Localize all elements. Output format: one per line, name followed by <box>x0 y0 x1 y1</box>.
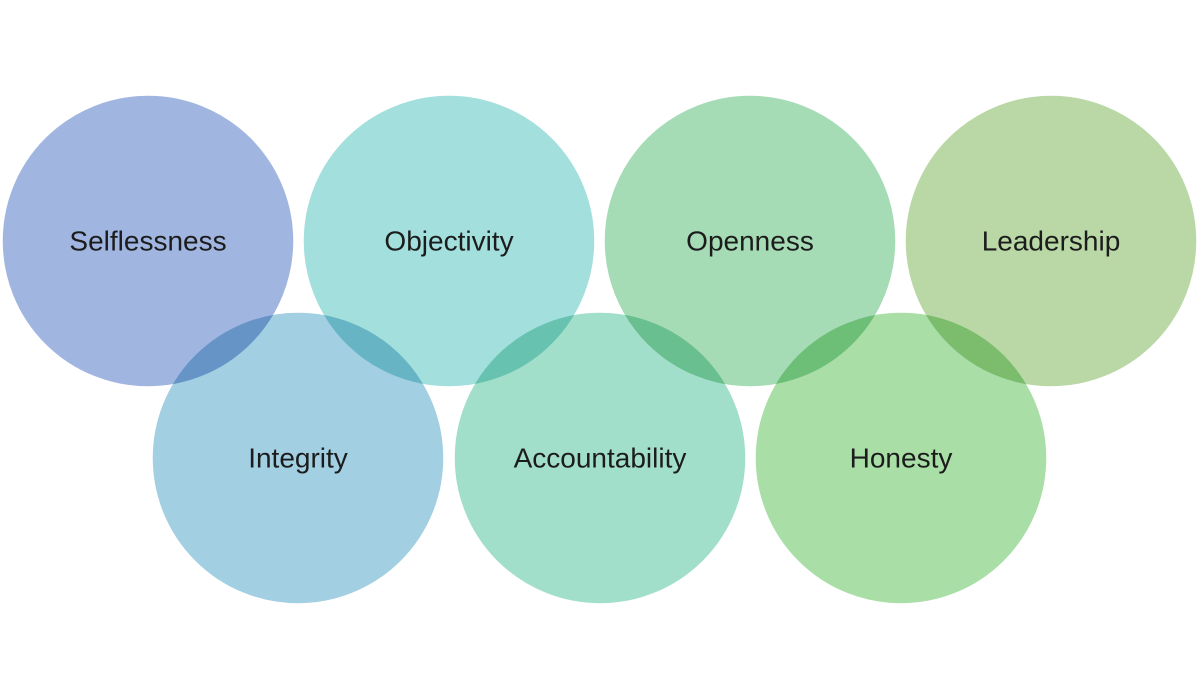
ring-leadership <box>904 94 1198 388</box>
ring-selflessness <box>1 94 295 388</box>
ring-label-objectivity: Objectivity <box>384 226 513 257</box>
ring-label-accountability: Accountability <box>514 443 687 474</box>
ring-openness <box>603 94 897 388</box>
rings-group <box>1 94 1198 605</box>
ring-accountability <box>453 311 747 605</box>
labels-group: Selflessness Objectivity Openness Leadershi… <box>69 226 1120 474</box>
ring-label-honesty: Honesty <box>850 443 953 474</box>
ring-label-selflessness: Selflessness <box>69 226 226 257</box>
ring-integrity <box>151 311 445 605</box>
ring-label-leadership: Leadership <box>982 226 1121 257</box>
ring-objectivity <box>302 94 596 388</box>
ring-label-openness: Openness <box>686 226 814 257</box>
ring-honesty <box>754 311 1048 605</box>
ring-label-integrity: Integrity <box>248 443 348 474</box>
